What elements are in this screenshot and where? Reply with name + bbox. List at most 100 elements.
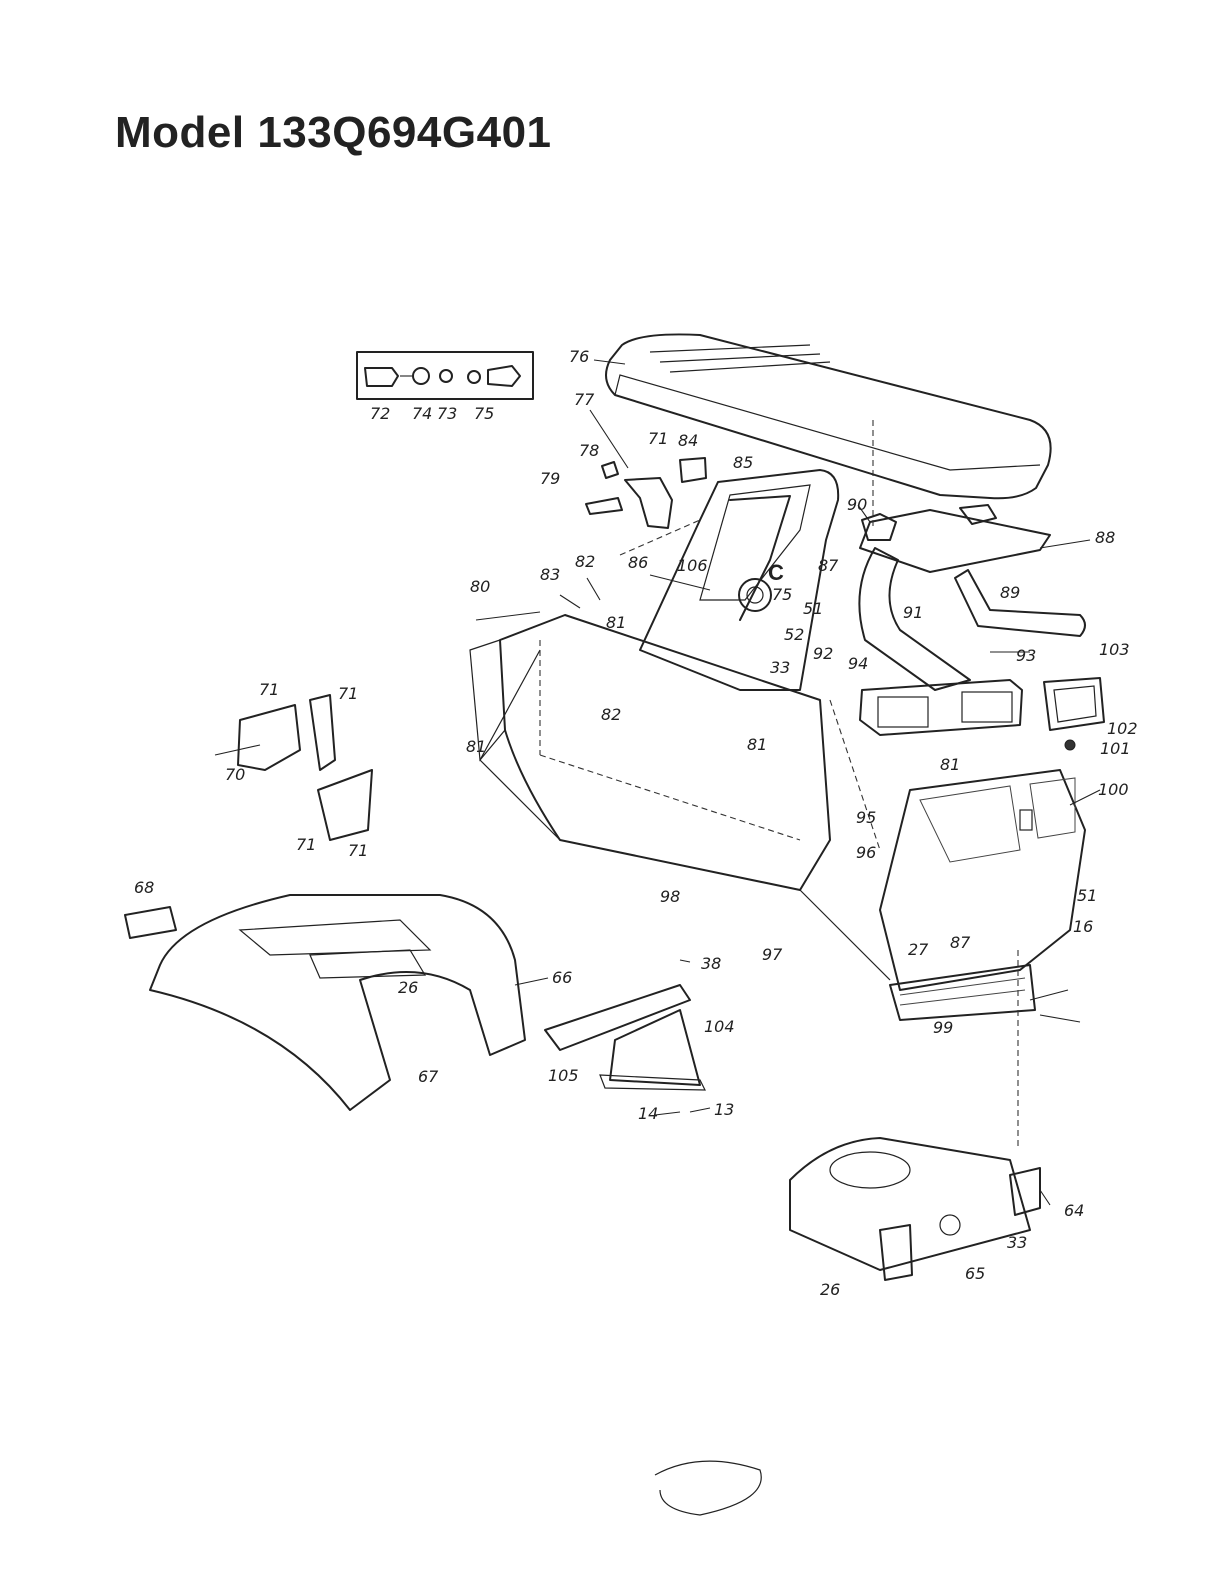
part-73-washer	[439, 369, 453, 383]
callout-102: 102	[1107, 719, 1138, 738]
callout-81: 81	[606, 613, 626, 632]
callout-68: 68	[134, 878, 154, 897]
part-78-clip	[601, 461, 619, 479]
callout-27: 27	[908, 940, 929, 959]
page-title: Model 133Q694G401	[115, 108, 552, 157]
callout-26-b: 26	[820, 1280, 840, 1299]
callout-33: 33	[770, 658, 790, 677]
callout-87-b: 87	[950, 933, 971, 952]
callout-81-c: 81	[466, 737, 486, 756]
callout-92: 92	[813, 644, 833, 663]
part-76-hood-top	[605, 333, 1052, 500]
callout-16: 16	[1073, 917, 1093, 936]
callout-78: 78	[579, 441, 599, 460]
callout-51-b: 51	[1077, 886, 1097, 905]
callout-95: 95	[856, 808, 876, 827]
callout-87: 87	[818, 556, 839, 575]
callout-70: 70	[225, 765, 245, 784]
callout-104: 104	[704, 1017, 735, 1036]
callout-71-d: 71	[296, 835, 316, 854]
callout-71-b: 71	[259, 680, 279, 699]
callout-100: 100	[1098, 780, 1129, 799]
callout-67: 67	[418, 1067, 439, 1086]
part-101-fastener	[1064, 739, 1076, 751]
callout-51: 51	[803, 599, 823, 618]
callout-74: 74	[412, 404, 432, 423]
part-100-grille	[879, 769, 1086, 1021]
callout-81-b: 81	[747, 735, 767, 754]
callout-66: 66	[552, 968, 572, 987]
part-103-headlight	[1043, 677, 1105, 751]
leader-lines	[475, 359, 1101, 1206]
callout-96: 96	[856, 843, 876, 862]
callout-71-e: 71	[348, 841, 368, 860]
section-marker: C	[768, 560, 784, 585]
inset-hardware-group	[356, 351, 534, 400]
callout-88: 88	[1095, 528, 1115, 547]
callout-80: 80	[470, 577, 490, 596]
assembly-lines	[619, 420, 1019, 1150]
callout-71: 71	[648, 429, 668, 448]
callout-83: 83	[540, 565, 560, 584]
callout-76: 76	[569, 347, 589, 366]
callout-89: 89	[1000, 583, 1020, 602]
callout-91: 91	[903, 603, 923, 622]
callout-84: 84	[678, 431, 698, 450]
part-98-dash-shroud	[469, 614, 831, 891]
callout-75-b: 75	[772, 585, 792, 604]
callout-106: 106	[677, 556, 708, 575]
part-99-lower-grille	[889, 964, 1036, 1021]
callout-labels: 76 77 71 84 78 79 85 90 88 72 74 73 75 8…	[134, 347, 1138, 1299]
part-75-nut	[467, 370, 481, 384]
part-88-bracket	[859, 504, 1051, 573]
callout-72: 72	[370, 404, 390, 423]
callout-82: 82	[575, 552, 595, 571]
part-77-bracket	[585, 457, 707, 529]
callout-13: 13	[714, 1100, 734, 1119]
callout-52: 52	[784, 625, 804, 644]
callout-98: 98	[660, 887, 680, 906]
part-90-mount	[861, 513, 897, 541]
callout-38: 38	[701, 954, 721, 973]
callout-93: 93	[1016, 646, 1036, 665]
callout-64: 64	[1064, 1201, 1084, 1220]
callout-99: 99	[933, 1018, 953, 1037]
callout-103: 103	[1099, 640, 1130, 659]
callout-26: 26	[398, 978, 418, 997]
callout-65: 65	[965, 1264, 985, 1283]
part-86-dash-panel	[639, 469, 840, 691]
inset-frame	[356, 351, 534, 400]
callout-94: 94	[848, 654, 868, 673]
callout-105: 105	[548, 1066, 579, 1085]
callout-73: 73	[437, 404, 457, 423]
callout-71-c: 71	[338, 684, 358, 703]
callout-82-b: 82	[601, 705, 621, 724]
callout-81-d: 81	[940, 755, 960, 774]
callout-86: 86	[628, 553, 648, 572]
callout-75: 75	[474, 404, 494, 423]
part-84-clip	[679, 457, 707, 483]
callout-77: 77	[574, 390, 595, 409]
part-91-support-arm	[858, 547, 1086, 691]
part-75-switch	[487, 365, 521, 387]
callout-97: 97	[762, 945, 783, 964]
callout-33-b: 33	[1007, 1233, 1027, 1252]
part-79-bracket	[585, 497, 623, 515]
part-68-reflector	[124, 906, 177, 939]
scan-artifacts	[654, 1460, 762, 1516]
callout-85: 85	[733, 453, 753, 472]
callout-101: 101	[1100, 739, 1131, 758]
part-72-knob	[364, 367, 399, 387]
frame-assembly	[789, 1137, 1041, 1281]
part-89-support-arm	[954, 569, 1086, 637]
part-104-bracket	[609, 1009, 701, 1086]
callout-90: 90	[847, 495, 867, 514]
callout-79: 79	[540, 469, 560, 488]
part-74-bushing	[412, 367, 430, 385]
part-92-headlight-panel	[859, 679, 1023, 736]
part-66-fender	[124, 894, 526, 1111]
part-71-bracket-group	[214, 694, 373, 841]
callout-14: 14	[638, 1104, 658, 1123]
part-105-support-channel	[544, 984, 706, 1091]
